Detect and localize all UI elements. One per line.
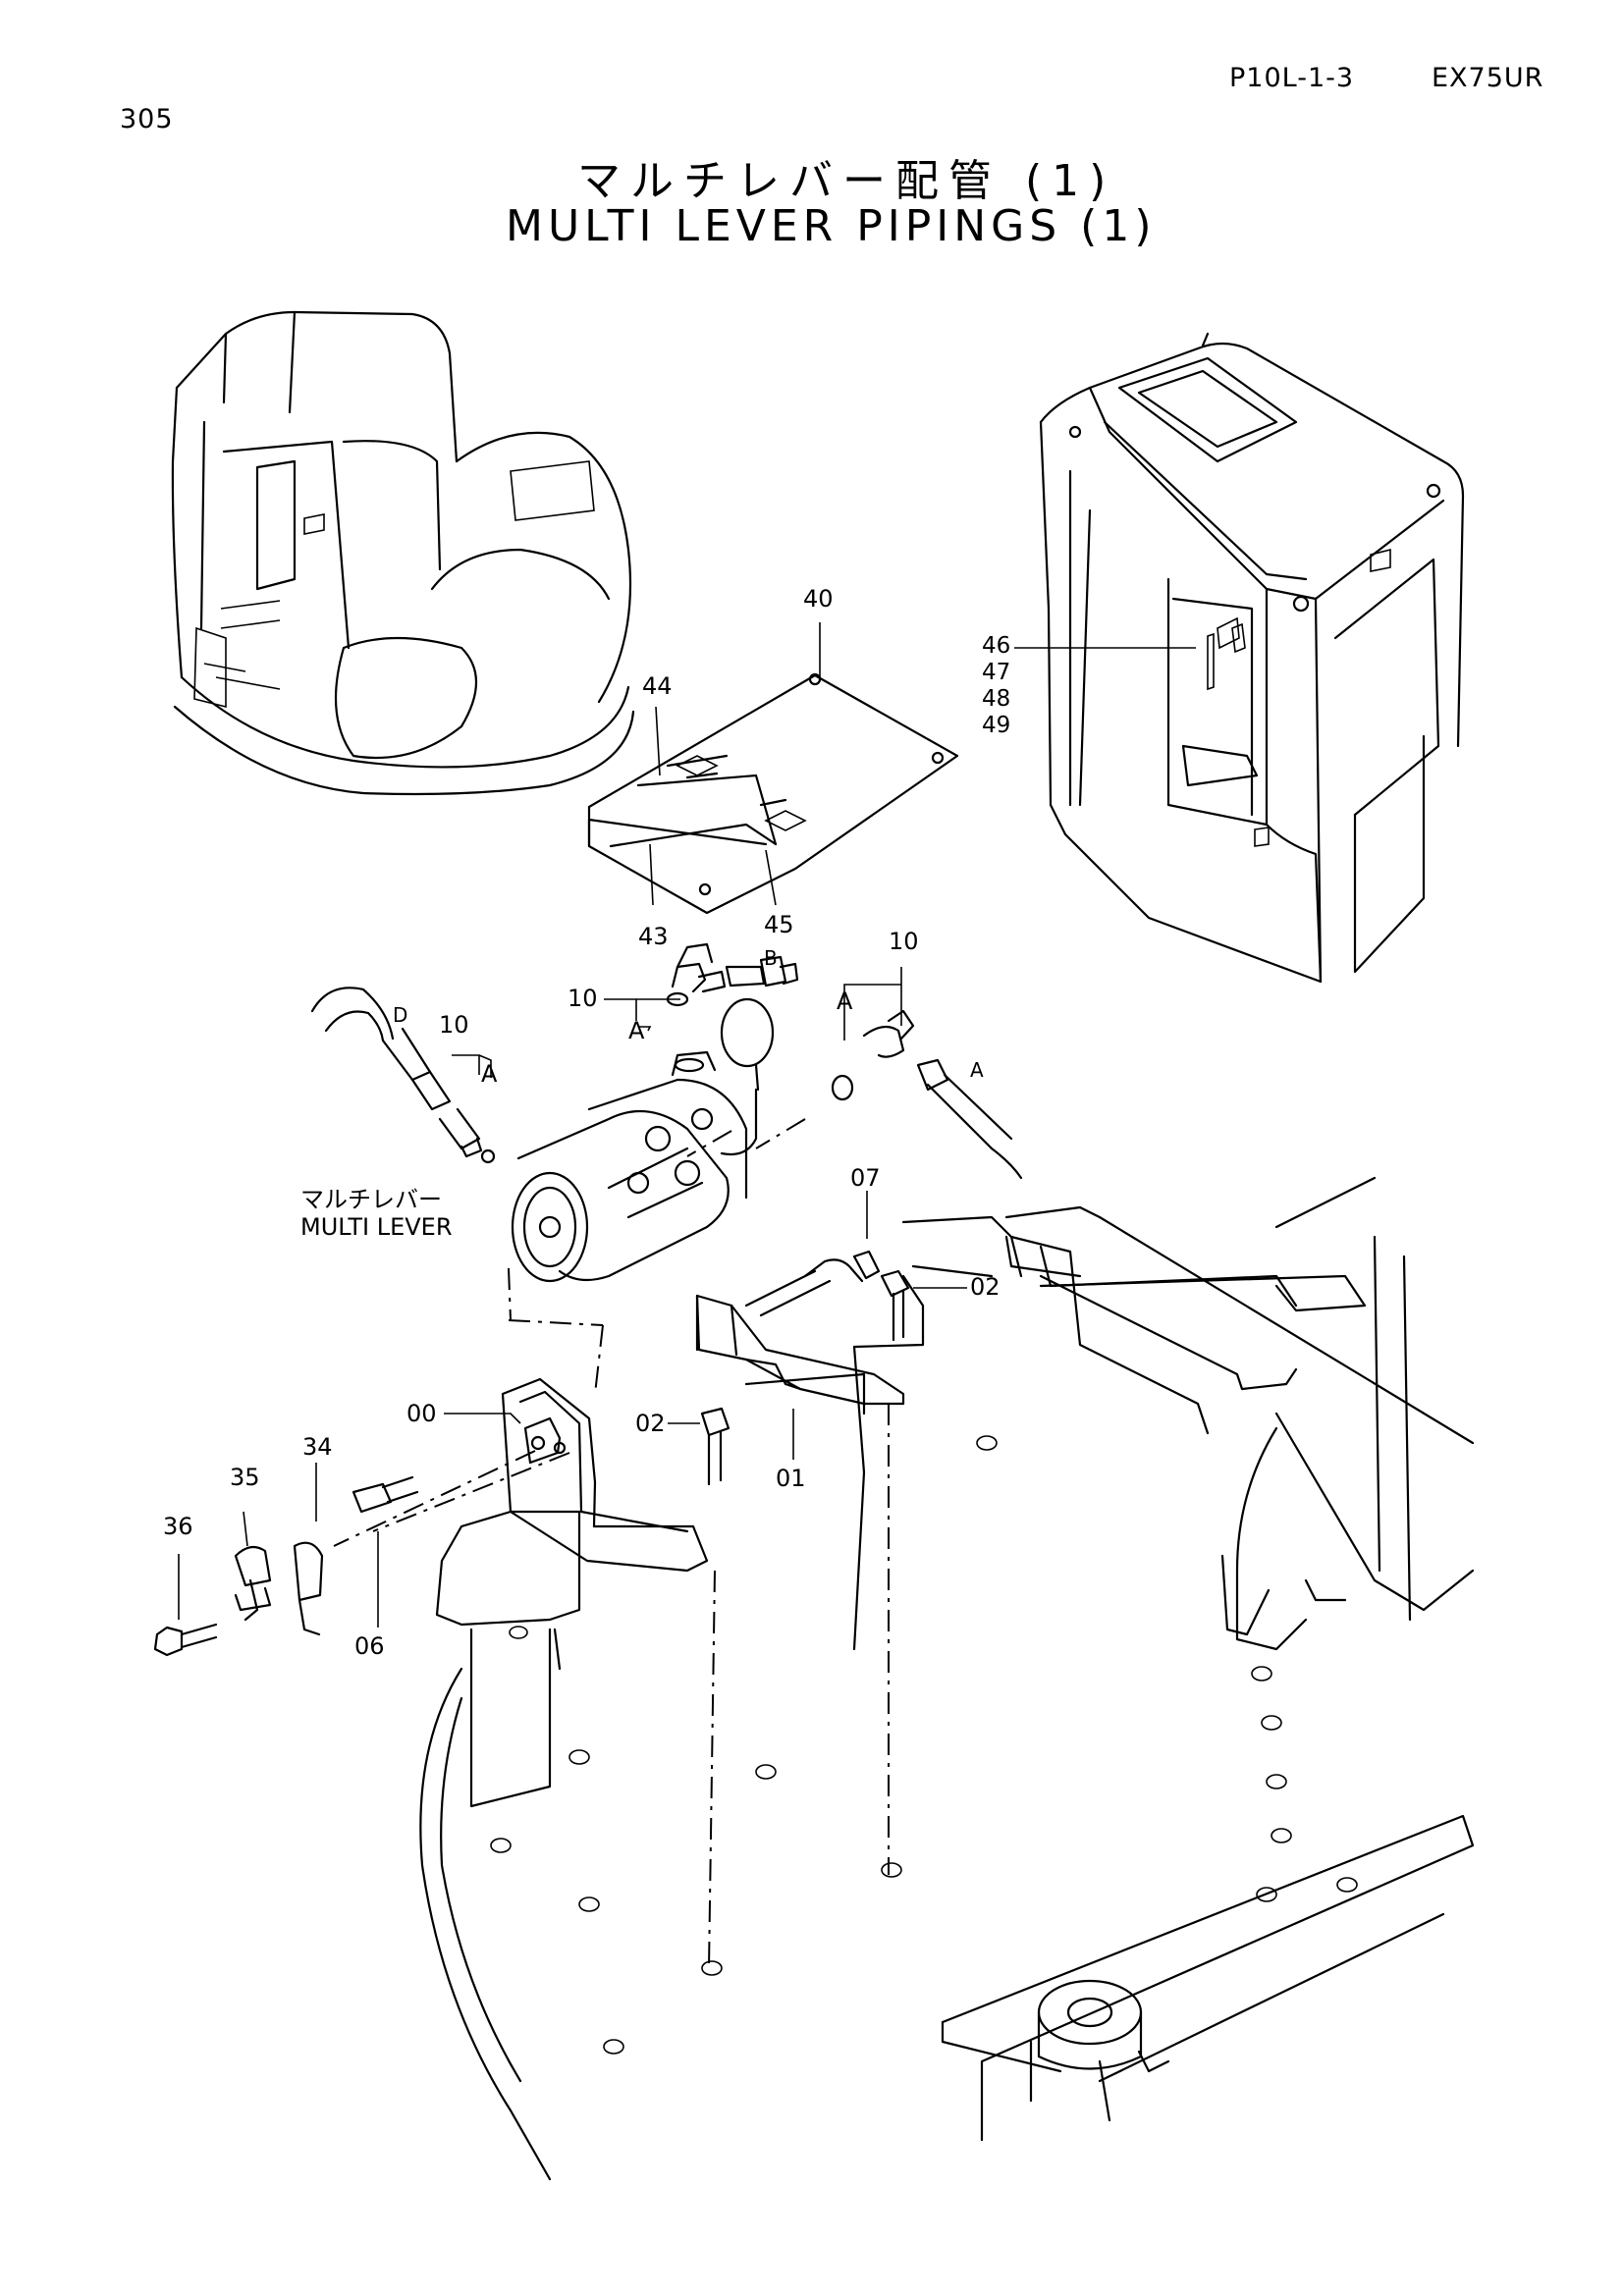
callout-48: 48 — [982, 686, 1011, 712]
mounting-holes — [490, 1435, 1358, 2055]
callout-35: 35 — [230, 1464, 260, 1491]
multi-lever-label-english: MULTI LEVER — [300, 1213, 453, 1241]
callout-40: 40 — [803, 585, 834, 613]
callout-00: 00 — [406, 1400, 437, 1427]
callout-leaders — [178, 622, 1196, 1628]
callout-45: 45 — [764, 911, 794, 938]
main-frame-drawing — [419, 1176, 1475, 2181]
floor-plate-drawing — [587, 672, 959, 915]
callout-07: 07 — [850, 1164, 881, 1192]
callout-34: 34 — [302, 1433, 333, 1461]
callout-06: 06 — [354, 1632, 385, 1660]
multi-lever-valve-drawing — [310, 942, 1023, 1283]
callout-44: 44 — [642, 672, 673, 700]
marker-a-right: A — [837, 988, 853, 1015]
page-number: 305 — [120, 104, 174, 134]
callout-02-left: 02 — [635, 1410, 666, 1437]
callout-02-right: 02 — [970, 1273, 1001, 1301]
callout-46: 46 — [982, 633, 1011, 659]
model-name: EX75UR — [1432, 63, 1544, 93]
callout-49: 49 — [982, 713, 1011, 738]
callout-10-right: 10 — [889, 928, 919, 955]
marker-b-port: B — [764, 946, 778, 970]
callout-43: 43 — [638, 923, 669, 950]
marker-a-left: A — [481, 1060, 498, 1088]
page-code: P10L-1-3 — [1229, 63, 1355, 93]
callout-47: 47 — [982, 660, 1011, 685]
marker-a-top: A — [628, 1017, 645, 1044]
callout-36: 36 — [163, 1513, 193, 1540]
callout-01: 01 — [776, 1465, 806, 1492]
cab-frame-drawing — [1039, 332, 1465, 984]
multi-lever-label-japanese: マルチレバー — [300, 1186, 442, 1213]
bracket-drawing — [153, 1250, 910, 1657]
excavator-overview-drawing — [171, 310, 635, 796]
marker-d-port: D — [393, 1003, 408, 1027]
title-japanese: マルチレバー配管 (1) — [577, 156, 1116, 206]
marker-a-hose: A — [970, 1058, 984, 1082]
callout-10-left: 10 — [439, 1011, 469, 1039]
title-english: MULTI LEVER PIPINGS (1) — [506, 201, 1157, 251]
center-lines — [333, 1118, 890, 1969]
callout-10-top: 10 — [568, 985, 598, 1012]
